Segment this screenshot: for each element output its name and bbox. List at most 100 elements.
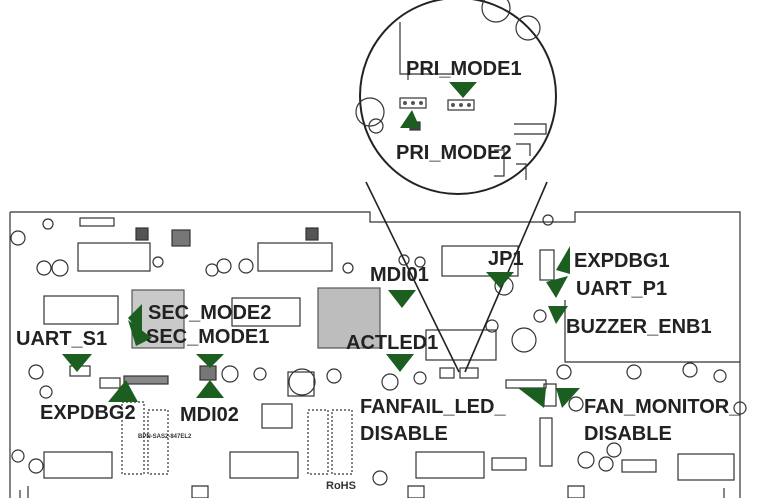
board-outline (9, 211, 741, 498)
fan-header (539, 417, 553, 467)
mounting-hole (542, 214, 554, 226)
capacitor (205, 263, 219, 277)
sas-connector (121, 401, 145, 475)
label-actled1: ACTLED1 (346, 332, 439, 354)
connector-slot (231, 297, 301, 327)
arrow-expdbg2 (108, 380, 138, 402)
capacitor (238, 258, 254, 274)
arrow-mdi02-top (196, 354, 224, 368)
capacitor (682, 362, 698, 378)
small-chip (199, 365, 217, 381)
mounting-hole (10, 230, 26, 246)
small-chip (439, 367, 455, 379)
capacitor (253, 367, 267, 381)
label-expdbg1: EXPDBG1 (574, 250, 670, 272)
capacitor (577, 451, 595, 469)
capacitor (398, 254, 410, 266)
capacitor (326, 368, 342, 384)
capacitor (51, 259, 69, 277)
label-sec-mode2: SEC_MODE2 (148, 302, 272, 324)
connector-slot (415, 451, 485, 479)
connector-slot (229, 451, 299, 479)
small-chip (99, 377, 121, 389)
capacitor (413, 371, 427, 385)
small-chip (79, 217, 115, 227)
capacitor (533, 309, 547, 323)
label-pri-mode1: PRI_MODE1 (406, 58, 522, 80)
sas-connector (331, 409, 353, 475)
small-chip (171, 229, 191, 247)
connector-slot (257, 242, 333, 272)
label-mdi02: MDI02 (180, 404, 239, 426)
capacitor (28, 458, 44, 474)
label-buzzer-enb1: BUZZER_ENB1 (566, 316, 712, 338)
capacitor (152, 256, 164, 268)
arrow-mdi01 (388, 290, 416, 308)
capacitor (216, 258, 232, 274)
arrow-jp1 (486, 272, 514, 288)
board-tab (567, 485, 585, 498)
label-fanfail-led-disable: FANFAIL_LED_ DISABLE (360, 396, 506, 445)
small-chip (505, 379, 547, 389)
board-tab (191, 485, 209, 498)
capacitor (36, 260, 52, 276)
connector-slot (43, 295, 119, 325)
arrow-uart-s1 (62, 354, 92, 372)
capacitor (733, 401, 747, 415)
arrow-pri-mode2 (400, 110, 420, 128)
capacitor (606, 442, 622, 458)
capacitor (598, 456, 614, 472)
label-pri-mode2: PRI_MODE2 (396, 142, 512, 164)
silkscreen-rohs: RoHS (326, 480, 356, 492)
capacitor (39, 385, 53, 399)
capacitor (511, 327, 537, 353)
silkscreen-board-model: BPN-SAS2-847EL2 (138, 434, 192, 440)
mounting-hole (11, 449, 25, 463)
board-notch (564, 300, 740, 363)
magnifier (355, 0, 557, 373)
arrow-sec-mode2 (128, 304, 142, 334)
expander-chip-1 (317, 287, 381, 349)
label-uart-p1: UART_P1 (576, 278, 668, 300)
capacitor (42, 218, 54, 230)
label-sec-mode1: SEC_MODE1 (146, 326, 270, 348)
arrow-expdbg1 (556, 246, 570, 274)
connector-slot (425, 329, 497, 361)
arrow-uart-p1 (546, 276, 568, 298)
capacitor (568, 396, 584, 412)
arrow-mdi02-bottom (196, 380, 224, 398)
label-fan-monitor-disable: FAN_MONITOR_ DISABLE (584, 396, 741, 445)
capacitor (221, 365, 239, 383)
fan-header (491, 457, 527, 471)
arrow-fan-monitor (556, 388, 580, 408)
capacitor (288, 368, 316, 396)
arrow-buzzer-enb1 (548, 306, 568, 324)
capacitor (342, 262, 354, 274)
connector-slot (441, 245, 519, 277)
arrow-sec-mode1 (128, 320, 152, 346)
arrow-fanfail-led (518, 388, 546, 408)
small-chip (135, 227, 149, 241)
callout-arrows (62, 82, 580, 408)
capacitor (28, 364, 44, 380)
arrow-pri-mode1 (449, 82, 477, 98)
capacitor (381, 373, 399, 391)
capacitor (414, 256, 426, 268)
small-chip (459, 367, 479, 379)
capacitor (556, 364, 572, 380)
connector-slot (677, 453, 735, 481)
arrow-actled1 (386, 354, 414, 372)
connector-slot (43, 451, 113, 479)
capacitor (713, 369, 727, 383)
small-chip (287, 371, 315, 397)
label-expdbg2: EXPDBG2 (40, 402, 136, 424)
sas-connector (147, 409, 169, 475)
label-jp1: JP1 (488, 248, 524, 270)
capacitor (485, 319, 499, 333)
sas-connector (307, 409, 329, 475)
board-tab (407, 485, 425, 498)
label-mdi01: MDI01 (370, 264, 429, 286)
small-chip (539, 249, 555, 281)
board-tab (19, 486, 29, 498)
